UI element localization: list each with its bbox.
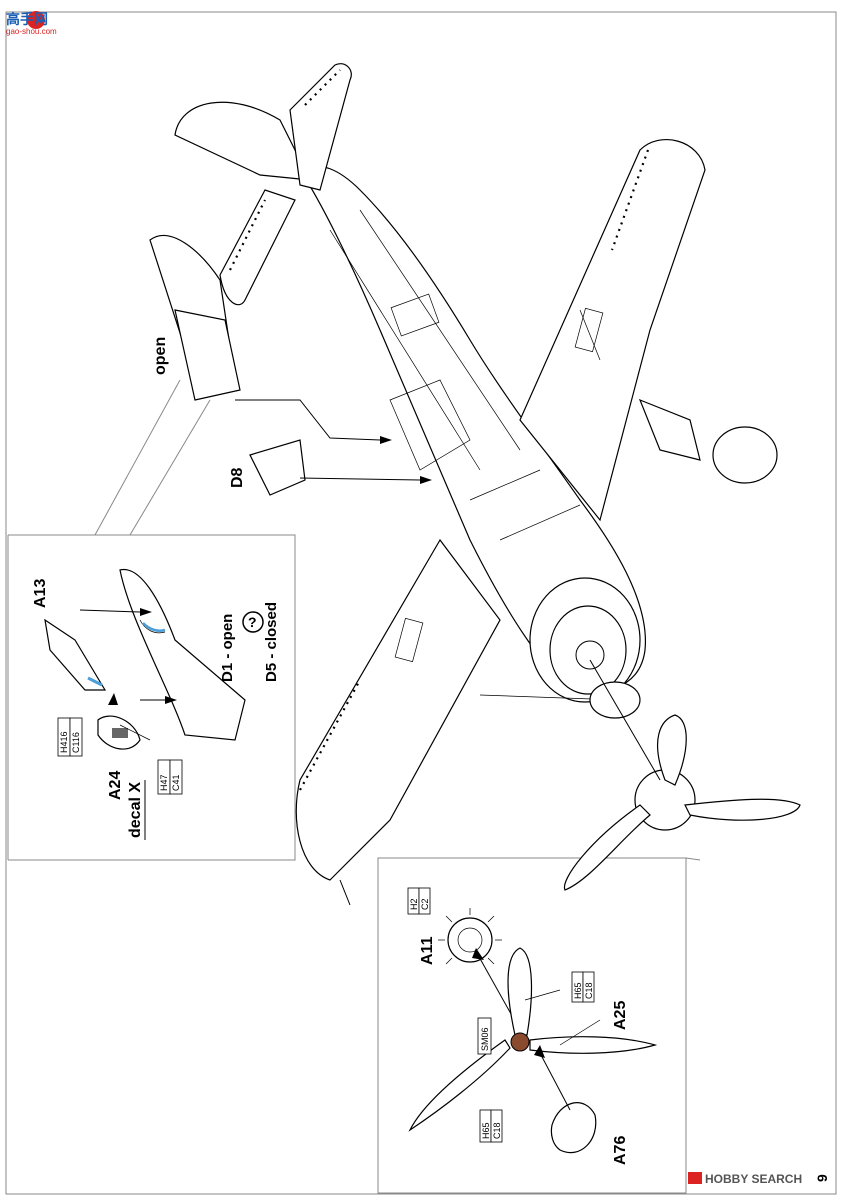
callout-line [129,399,211,536]
watermark-hobby-text: HOBBY SEARCH [705,1172,802,1186]
paint-code-a13: H416 C116 [57,717,83,757]
label-open: open [152,337,169,375]
aircraft-fuselage [299,165,647,703]
label-a13: A13 [32,579,49,608]
canopy-detail-drawing [44,569,246,750]
propeller-detail-drawing [408,908,658,1154]
paint-code-a24-c: C41 [171,774,181,791]
paint-code-blade: H65 C18 [479,1109,503,1143]
page-number: 9 [814,1174,830,1182]
step-marker-icon: ? [242,611,264,633]
canopy-open-part [149,234,392,444]
paint-code-blade-h: H65 [481,1122,491,1139]
paint-code-a13-c: C116 [71,732,81,753]
label-a11: A11 [419,936,436,965]
label-d8: D8 [229,467,246,488]
paint-code-a11-c: C2 [420,898,430,910]
aircraft-propeller [563,659,801,891]
label-a76: A76 [612,1136,629,1165]
d8-part [249,439,432,496]
aircraft-wing-left [295,538,501,906]
watermark-logo: 高手网 gao-shou.com [6,11,57,36]
aircraft-wing-right [519,139,706,522]
paint-code-hub: SM06 [477,1017,492,1055]
paint-code-a25-c: C18 [584,982,594,999]
callout-line [94,379,181,536]
label-a24: A24 [107,771,124,800]
paint-code-a25-h: H65 [573,982,583,999]
paint-code-a25: H65 C18 [571,971,595,1003]
paint-code-a13-h: H416 [59,731,69,753]
paint-code-hub-text: SM06 [480,1027,490,1051]
paint-code-blade-c: C18 [492,1122,502,1139]
step-marker-text: ? [248,614,257,630]
page-border [5,11,837,1195]
label-decal-x: decal X [127,782,144,838]
label-d5-closed: D5 - closed [263,602,280,682]
aircraft-landing-gear [479,398,778,719]
callout-line [685,857,701,861]
aircraft-tail [174,63,352,306]
propeller-detail-frame [377,857,687,1194]
watermark-hobby-search: HOBBY SEARCH [688,1172,802,1186]
watermark-url: gao-shou.com [6,27,57,36]
watermark-brand: 高手网 [6,11,48,27]
label-d1-open: D1 - open [219,614,236,682]
paint-code-a11: H2 C2 [407,887,431,915]
paint-code-a24: H47 C41 [157,759,183,795]
paint-code-a24-h: H47 [159,774,169,791]
paint-code-a11-h: H2 [409,898,419,910]
label-a25: A25 [612,1001,629,1030]
canopy-detail-frame [8,534,296,861]
